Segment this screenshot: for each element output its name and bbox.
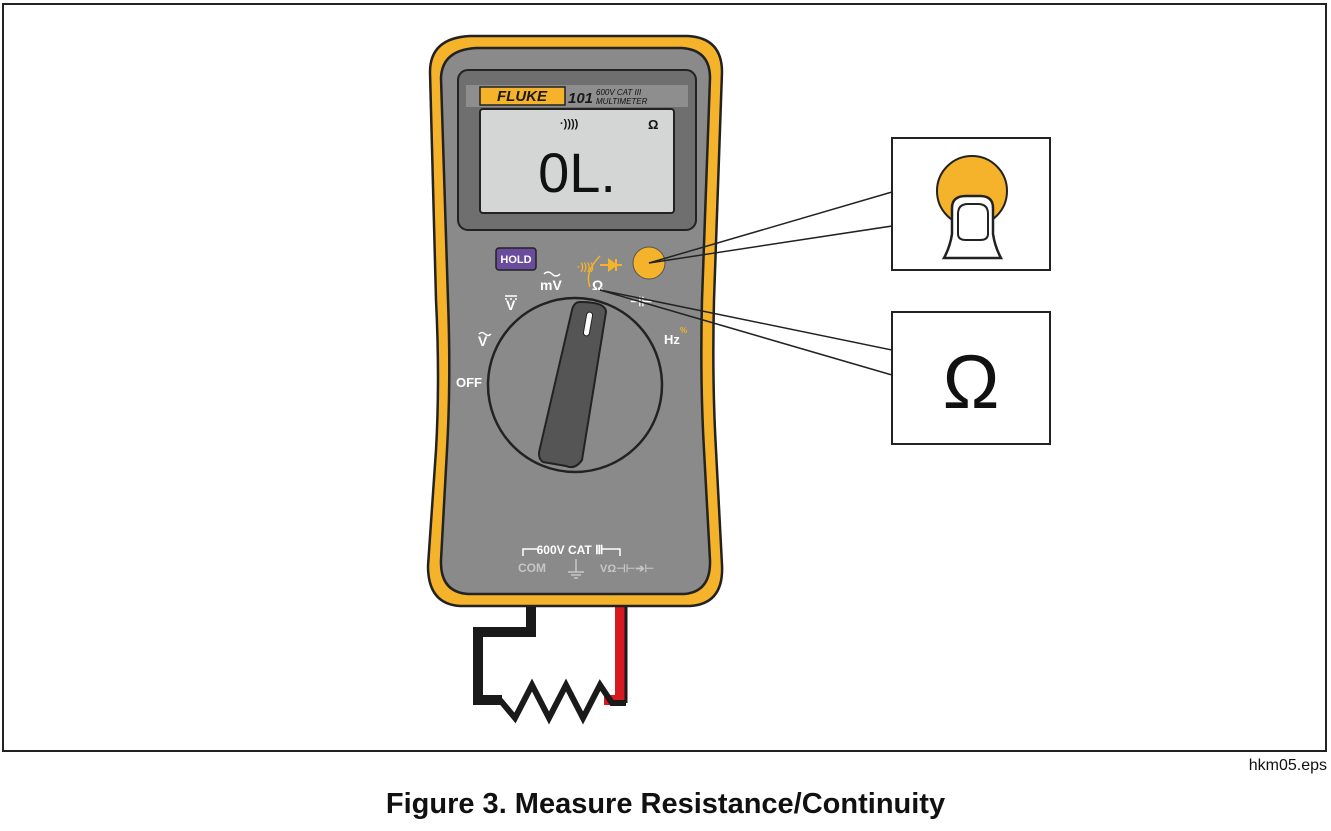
file-tag: hkm05.eps — [1248, 757, 1327, 774]
dial-label-duty: % — [680, 326, 687, 335]
multimeter: FLUKE 101 600V CAT III MULTIMETER ·)))) … — [426, 34, 724, 608]
ohm-callout-box: Ω — [891, 311, 1051, 445]
lcd-unit: Ω — [648, 117, 658, 132]
dial-label-mv: mV — [540, 277, 562, 293]
tilde-marks — [478, 271, 561, 337]
hold-button[interactable]: HOLD — [495, 247, 537, 271]
dial-label-off: OFF — [456, 375, 482, 390]
black-lead — [473, 600, 536, 705]
dial-label-dc-v: V — [506, 297, 516, 313]
lcd-screen — [479, 108, 675, 214]
jack-panel: 600V CAT Ⅲ COM VΩ⊣⊢➔⊢ — [518, 543, 654, 579]
ground-icon — [568, 559, 584, 579]
hold-button-label: HOLD — [500, 254, 531, 266]
model-number: 101 — [568, 90, 593, 107]
figure-diagram: FLUKE 101 600V CAT III MULTIMETER ·)))) … — [2, 3, 1327, 752]
dial-label-ohm: Ω — [592, 277, 603, 293]
multimeter-label: MULTIMETER — [596, 97, 648, 106]
dial-pointer — [582, 311, 594, 337]
resistor-symbol — [497, 678, 626, 725]
svg-text:·)))): ·)))) — [577, 262, 594, 273]
rotary-dial[interactable] — [486, 296, 664, 474]
brand-badge — [479, 86, 566, 106]
button-callout-box — [891, 137, 1051, 271]
dial-knob[interactable] — [538, 300, 608, 469]
input-jack-label: VΩ⊣⊢➔⊢ — [600, 562, 654, 575]
brand-logo: FLUKE — [497, 88, 548, 105]
jack-rating: 600V CAT Ⅲ — [537, 543, 604, 557]
figure-caption: Figure 3. Measure Resistance/Continuity — [385, 788, 946, 820]
continuity-indicator: ·)))) — [560, 118, 579, 130]
continuity-diode-icon: ·)))) — [577, 255, 622, 288]
lcd-reading: 0L. — [538, 141, 616, 204]
dial-label-ac-v: V — [478, 333, 488, 349]
callout-leaders — [599, 191, 893, 376]
com-jack-label: COM — [518, 561, 546, 575]
dial-label-hz: Hz — [664, 332, 680, 347]
ohm-callout-symbol: Ω — [943, 340, 1000, 425]
test-leads — [473, 600, 628, 725]
rating-label: 600V CAT III — [596, 88, 642, 97]
